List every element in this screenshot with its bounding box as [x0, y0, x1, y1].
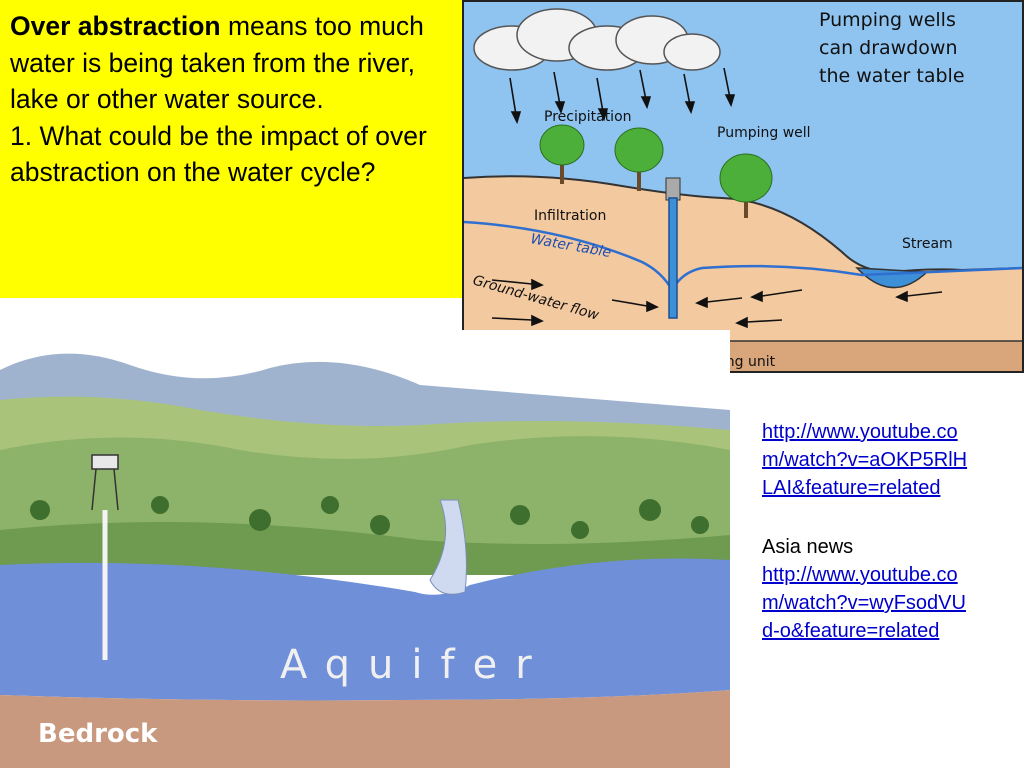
definition-text: means too much water is being taken from…: [10, 11, 424, 114]
youtube-link-1[interactable]: http://www.youtube.com/watch?v=aOKP5RlHL…: [762, 421, 968, 500]
bold-term: Over abstraction: [10, 11, 221, 41]
asia-news-caption: Asia news: [762, 535, 854, 558]
well-tower-icon: [91, 454, 119, 660]
youtube-link-2[interactable]: http://www.youtube.com/watch?v=wyFsodVUd…: [762, 563, 966, 643]
label-aquifer: Aquifer: [280, 642, 550, 688]
definition-text-box: Over abstraction means too much water is…: [0, 0, 462, 298]
diagram-title-line1: Pumping wells: [819, 9, 956, 31]
diagram-title-line2: can drawdown: [819, 37, 958, 59]
water-table-line: [463, 220, 1023, 293]
label-precipitation: Precipitation: [544, 109, 632, 125]
cloud-icon: [473, 8, 721, 71]
tree-icon: [539, 124, 773, 218]
diagram-title-line3: the water table: [819, 65, 965, 87]
stream-icon: [429, 499, 467, 595]
groundwater-flow-arrows: [491, 278, 943, 329]
bedrock-layer: [0, 690, 730, 768]
rain-arrows: [509, 67, 736, 125]
pumping-well-icon: [665, 177, 681, 319]
pumping-well-diagram: Pumping wells can drawdown the water tab…: [462, 0, 1024, 373]
tree-cluster: [30, 496, 709, 539]
label-pumping-well: Pumping well: [717, 125, 811, 141]
diagram-soil: [464, 176, 1022, 371]
meadow: [0, 522, 730, 575]
label-infiltration: Infiltration: [534, 208, 606, 224]
label-bedrock: Bedrock: [38, 719, 158, 749]
question-text: 1. What could be the impact of over abst…: [10, 120, 427, 188]
label-stream: Stream: [902, 236, 953, 252]
links-spacer: [762, 503, 1024, 533]
aquifer-landscape-illustration: Aquifer Bedrock: [0, 330, 730, 768]
definition-paragraph: Over abstraction means too much water is…: [10, 8, 452, 118]
links-panel: http://www.youtube.com/watch?v=aOKP5RlHL…: [762, 418, 1024, 645]
aquifer-water: [0, 558, 730, 701]
